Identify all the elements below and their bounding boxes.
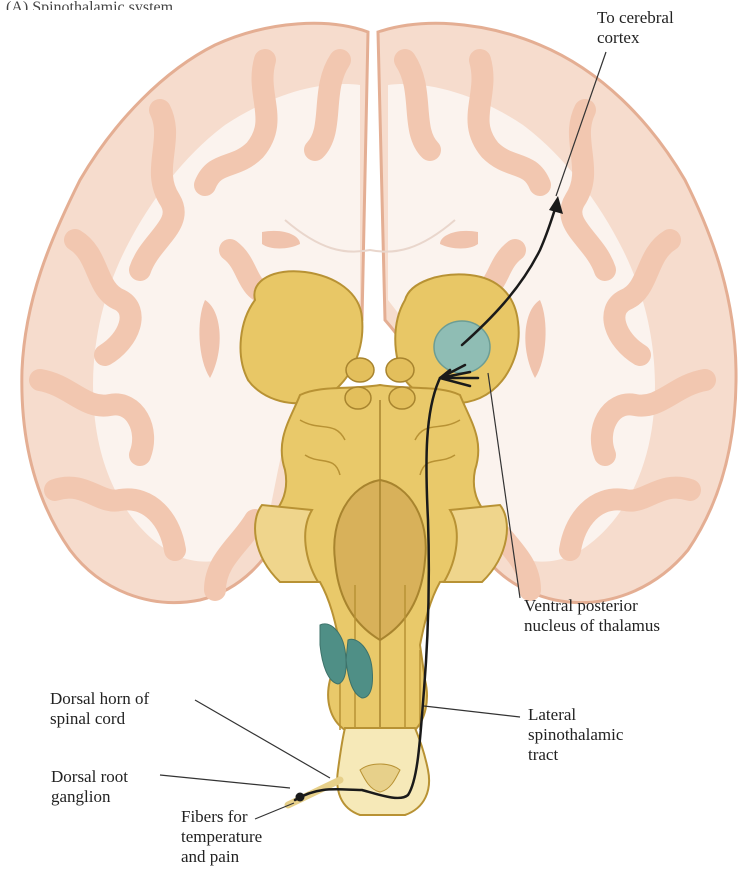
header-fragment: (A) Spinothalamic system [6,0,173,10]
label-lateral-spinothalamic-tract: Lateral spinothalamic tract [528,705,623,765]
label-to-cerebral-cortex: To cerebral cortex [597,8,674,48]
label-dorsal-horn: Dorsal horn of spinal cord [50,689,149,729]
label-dorsal-root-ganglion: Dorsal root ganglion [51,767,128,807]
label-fibers: Fibers for temperature and pain [181,807,262,867]
dorsal-root-ganglion-cell [296,793,305,802]
label-ventral-posterior-nucleus: Ventral posterior nucleus of thalamus [524,596,660,636]
thalamus-left [241,271,363,403]
